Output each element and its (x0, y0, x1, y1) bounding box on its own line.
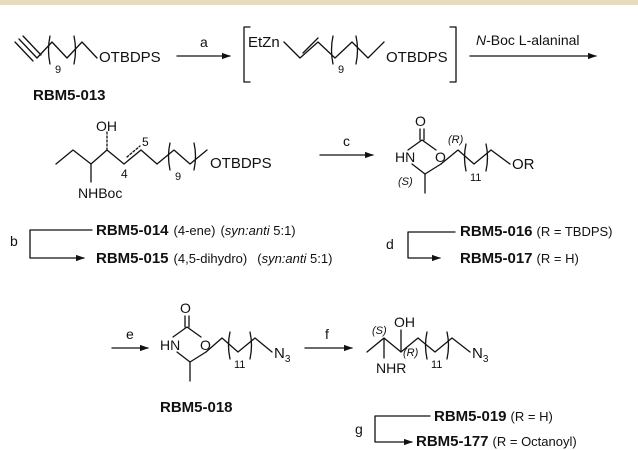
nhboc-group: NHBoc (78, 185, 122, 201)
compound-015: RBM5-015(4,5-dihydro)(syn:anti 5:1) (96, 250, 332, 267)
compound-label-rbm5-018: RBM5-018 (160, 399, 233, 416)
hydroxyl-oh: OH (96, 118, 117, 134)
ring-hn: HN (395, 149, 415, 165)
right-bracket (449, 26, 457, 83)
reaction-scheme: 9 OTBDPS RBM5-013 a EtZn 9 OTBDPS N-Boc … (10, 26, 613, 450)
arrow-step-g (374, 415, 431, 446)
azide-n3: N3 (274, 345, 291, 365)
compound-017: RBM5-017(R = H) (460, 250, 579, 267)
nhr-group: NHR (376, 360, 406, 376)
ring-hn-2: HN (160, 337, 180, 353)
amino-alcohol-structure: OH NHBoc 5 4 9 OTBDPS (55, 118, 272, 201)
chain-repeat-9: 9 (55, 64, 61, 76)
step-label-c: c (343, 133, 350, 149)
azido-aminoalcohol-019: OH (S) (R) NHR 11 N3 (366, 314, 489, 376)
chain-repeat-11: 11 (470, 172, 481, 184)
carbonyl-o-2: O (180, 300, 191, 316)
compound-label-rbm5-013: RBM5-013 (33, 87, 106, 104)
otbdps-group-c: OTBDPS (210, 155, 272, 172)
products-016-017: d RBM5-016(R = TBDPS) RBM5-017(R = H) (386, 223, 613, 267)
compound-014: RBM5-014(4-ene)(syn:anti 5:1) (96, 222, 296, 239)
chain-repeat-11b: 11 (234, 359, 245, 371)
compound-016: RBM5-016(R = TBDPS) (460, 223, 613, 240)
arrow-step-d (407, 231, 456, 262)
stereo-s: (S) (398, 176, 413, 188)
stereo-s-2: (S) (372, 325, 387, 337)
products-014-015: b RBM5-014(4-ene)(syn:anti 5:1) RBM5-015… (10, 222, 332, 267)
step-label-a: a (200, 34, 208, 50)
step-label-d: d (386, 236, 394, 252)
step-label-b: b (10, 233, 18, 249)
chain-repeat-9b: 9 (338, 64, 344, 76)
products-019-177: g RBM5-019(R = H) RBM5-177(R = Octanoyl) (355, 408, 577, 450)
reagent-boc-alaninal: N-Boc L-alaninal (476, 32, 580, 48)
stereo-r: (R) (448, 134, 464, 146)
step-label-e: e (126, 326, 134, 342)
position-4: 4 (121, 167, 128, 181)
left-bracket (243, 26, 251, 83)
hydroxyl-oh-2: OH (394, 314, 415, 330)
etzn-group: EtZn (248, 34, 280, 51)
or-group: OR (512, 156, 535, 173)
azide-n3-2: N3 (472, 345, 489, 365)
ring-o: O (435, 149, 446, 165)
otbdps-group: OTBDPS (99, 49, 161, 66)
oxazolidinone-structure-016: O HN O (R) (S) 11 OR (395, 113, 535, 194)
stereo-r-2: (R) (403, 347, 419, 359)
step-label-g: g (355, 421, 363, 437)
rbm5-013-structure: 9 OTBDPS RBM5-013 (14, 35, 161, 104)
top-accent-bar (0, 0, 638, 5)
arrow-step-b (29, 229, 93, 262)
ring-o-2: O (200, 337, 211, 353)
compound-177: RBM5-177(R = Octanoyl) (416, 433, 577, 450)
carbonyl-o: O (415, 113, 426, 129)
step-label-f: f (325, 326, 329, 342)
compound-019: RBM5-019(R = H) (434, 408, 553, 425)
otbdps-group-b: OTBDPS (386, 49, 448, 66)
chain-repeat-9c: 9 (175, 171, 181, 183)
organozinc-intermediate: EtZn 9 OTBDPS (243, 26, 457, 83)
chain-repeat-11c: 11 (431, 359, 442, 371)
azido-oxazolidinone-018: O HN O 11 N3 RBM5-018 (160, 300, 291, 416)
position-5: 5 (142, 135, 149, 149)
